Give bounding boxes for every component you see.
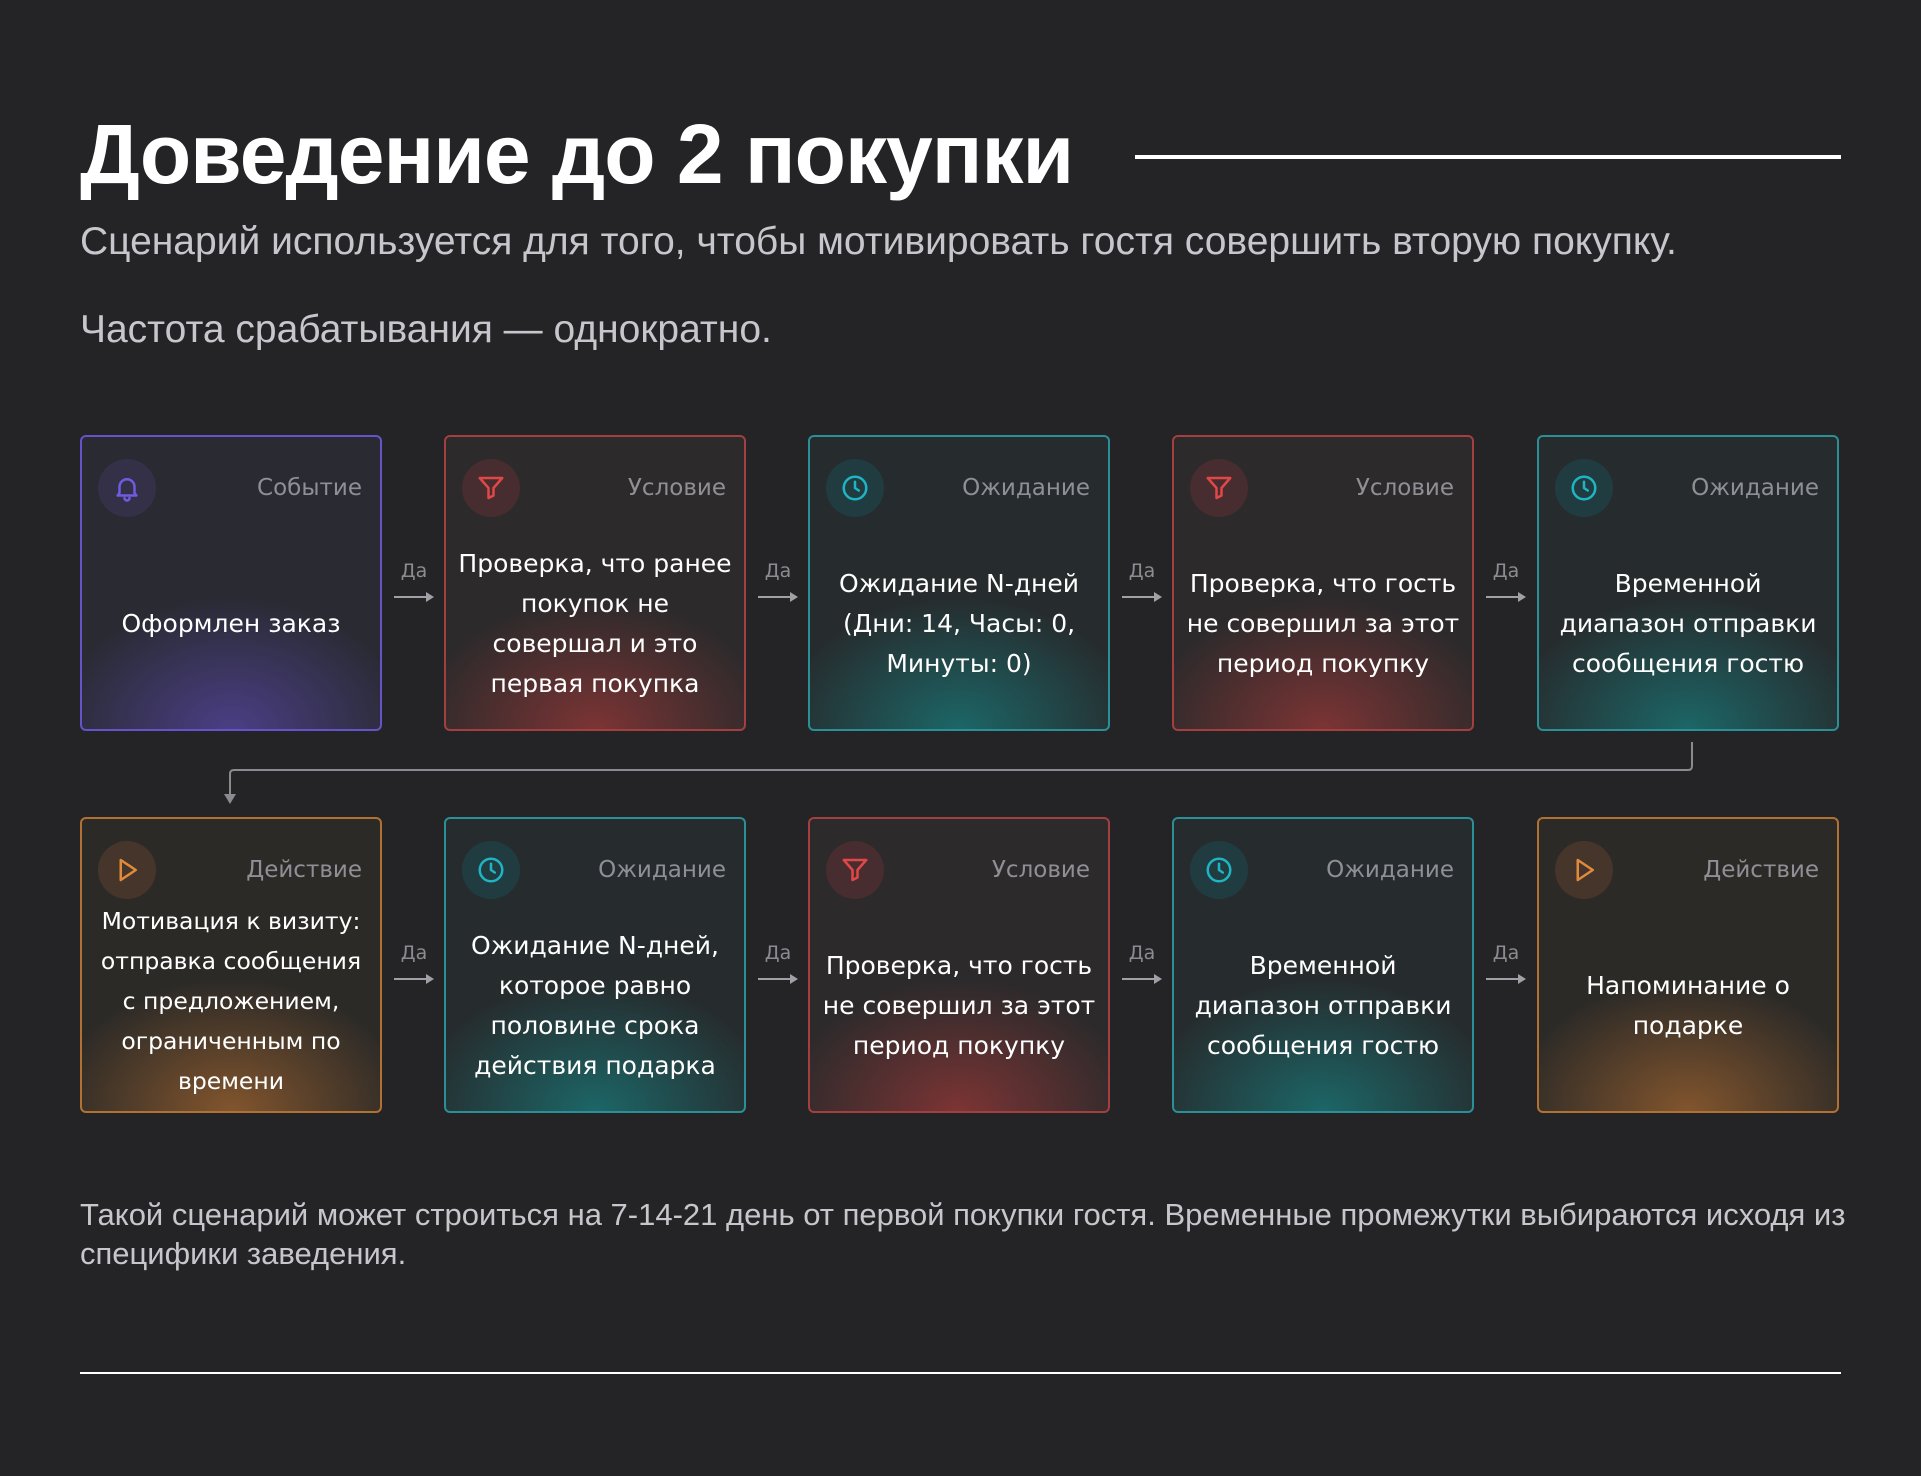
page-subtitle: Сценарий используется для того, чтобы мо… bbox=[80, 220, 1677, 263]
step-card-action[interactable]: Действие Напоминание о подарке bbox=[1537, 817, 1839, 1113]
arrow-right-icon bbox=[394, 974, 434, 984]
bell-icon bbox=[98, 459, 156, 517]
yes-connector: Да bbox=[754, 942, 802, 992]
arrow-right-icon bbox=[394, 592, 434, 602]
step-type-label: Ожидание bbox=[962, 475, 1090, 501]
yes-connector: Да bbox=[390, 560, 438, 610]
step-text: Ожидание N-дней, которое равно половине … bbox=[471, 931, 719, 1080]
yes-connector: Да bbox=[390, 942, 438, 992]
step-type-label: Ожидание bbox=[1326, 857, 1454, 883]
step-text: Оформлен заказ bbox=[121, 609, 341, 638]
yes-label: Да bbox=[1492, 942, 1520, 964]
filter-icon bbox=[1190, 459, 1248, 517]
yes-connector: Да bbox=[754, 560, 802, 610]
filter-icon bbox=[462, 459, 520, 517]
yes-connector: Да bbox=[1482, 942, 1530, 992]
step-card-wait[interactable]: Ожидание Ожидание N-дней (Дни: 14, Часы:… bbox=[808, 435, 1110, 731]
bottom-divider bbox=[80, 1372, 1841, 1374]
step-card-action[interactable]: Действие Мотивация к визиту: отправка со… bbox=[80, 817, 382, 1113]
arrow-right-icon bbox=[1486, 974, 1526, 984]
arrow-right-icon bbox=[1486, 592, 1526, 602]
yes-label: Да bbox=[400, 560, 428, 582]
step-card-condition[interactable]: Условие Проверка, что гость не совершил … bbox=[808, 817, 1110, 1113]
arrow-right-icon bbox=[758, 974, 798, 984]
frequency-note: Частота срабатывания — однократно. bbox=[80, 308, 772, 351]
step-text: Проверка, что гость не совершил за этот … bbox=[822, 951, 1096, 1060]
step-text: Мотивация к визиту: отправка сообщения с… bbox=[100, 907, 362, 1095]
step-card-wait[interactable]: Ожидание Ожидание N-дней, которое равно … bbox=[444, 817, 746, 1113]
yes-connector: Да bbox=[1118, 560, 1166, 610]
yes-label: Да bbox=[764, 942, 792, 964]
yes-label: Да bbox=[1128, 942, 1156, 964]
yes-label: Да bbox=[1128, 560, 1156, 582]
clock-icon bbox=[462, 841, 520, 899]
filter-icon bbox=[826, 841, 884, 899]
step-type-label: Условие bbox=[991, 857, 1090, 883]
step-card-condition[interactable]: Условие Проверка, что ранее покупок не с… bbox=[444, 435, 746, 731]
step-type-label: Условие bbox=[1355, 475, 1454, 501]
step-type-label: Условие bbox=[627, 475, 726, 501]
step-text: Проверка, что ранее покупок не совершал … bbox=[458, 549, 732, 698]
step-card-event[interactable]: Событие Оформлен заказ bbox=[80, 435, 382, 731]
clock-icon bbox=[1190, 841, 1248, 899]
step-card-condition[interactable]: Условие Проверка, что гость не совершил … bbox=[1172, 435, 1474, 731]
yes-label: Да bbox=[400, 942, 428, 964]
title-divider bbox=[1135, 155, 1841, 159]
step-card-wait[interactable]: Ожидание Временной диапазон отправки соо… bbox=[1172, 817, 1474, 1113]
step-type-label: Ожидание bbox=[1691, 475, 1819, 501]
page-title: Доведение до 2 покупки bbox=[80, 107, 1074, 201]
step-text: Ожидание N-дней (Дни: 14, Часы: 0, Минут… bbox=[839, 569, 1079, 678]
step-text: Проверка, что гость не совершил за этот … bbox=[1186, 569, 1460, 678]
footer-note: Такой сценарий может строиться на 7-14-2… bbox=[80, 1197, 1846, 1271]
step-type-label: Действие bbox=[246, 857, 362, 883]
arrow-right-icon bbox=[758, 592, 798, 602]
step-type-label: Событие bbox=[257, 475, 362, 501]
yes-connector: Да bbox=[1482, 560, 1530, 610]
play-icon bbox=[98, 841, 156, 899]
play-icon bbox=[1555, 841, 1613, 899]
clock-icon bbox=[826, 459, 884, 517]
yes-label: Да bbox=[764, 560, 792, 582]
step-text: Временной диапазон отправки сообщения го… bbox=[1559, 569, 1817, 678]
arrow-right-icon bbox=[1122, 592, 1162, 602]
clock-icon bbox=[1555, 459, 1613, 517]
step-text: Временной диапазон отправки сообщения го… bbox=[1194, 951, 1452, 1060]
yes-label: Да bbox=[1492, 560, 1520, 582]
step-type-label: Ожидание bbox=[598, 857, 726, 883]
step-type-label: Действие bbox=[1703, 857, 1819, 883]
arrow-right-icon bbox=[1122, 974, 1162, 984]
yes-connector: Да bbox=[1118, 942, 1166, 992]
step-text: Напоминание о подарке bbox=[1586, 971, 1790, 1040]
step-card-wait[interactable]: Ожидание Временной диапазон отправки соо… bbox=[1537, 435, 1839, 731]
